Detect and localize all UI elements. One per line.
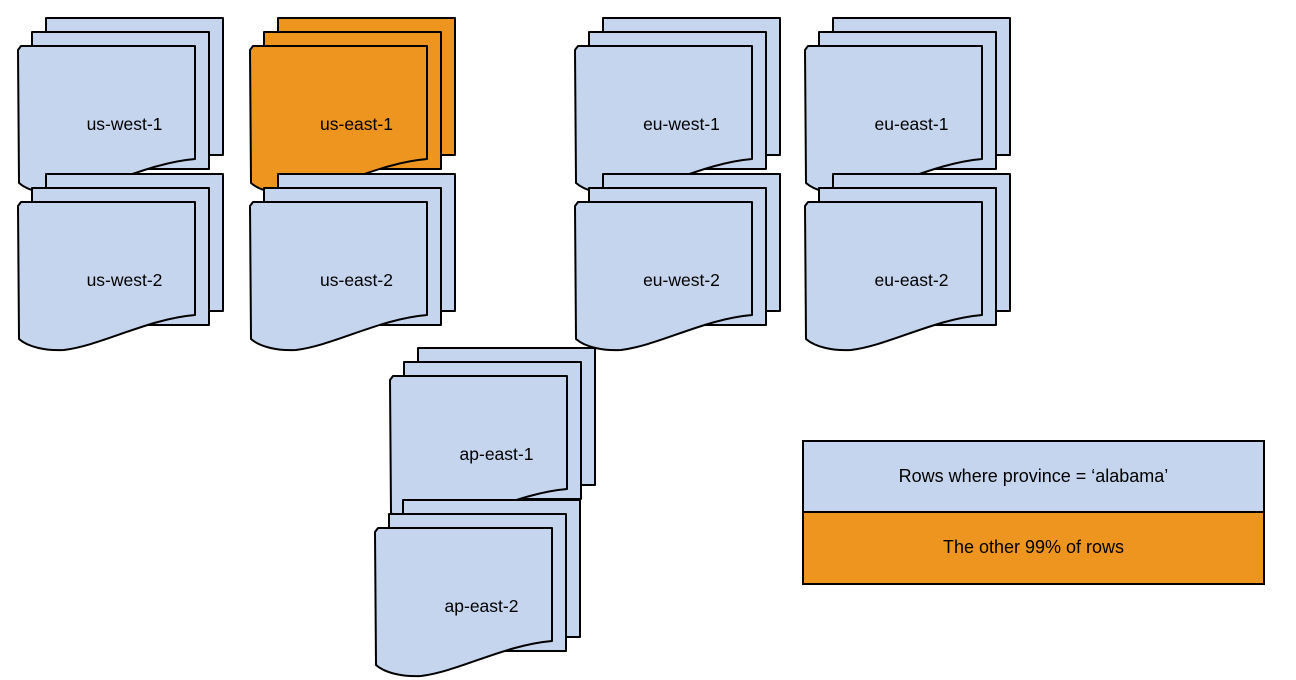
stack-sheet — [17, 201, 196, 352]
stack-sheet — [374, 527, 553, 678]
stack-sheet — [804, 45, 983, 196]
legend: Rows where province = ‘alabama’ The othe… — [802, 440, 1265, 585]
region-stack-shape-us-west-1 — [17, 17, 224, 196]
stack-sheet — [249, 45, 428, 196]
region-stack-us-east-2[interactable]: us-east-2 — [249, 173, 470, 352]
legend-label-alabama: Rows where province = ‘alabama’ — [898, 465, 1169, 486]
region-stack-ap-east-2[interactable]: ap-east-2 — [374, 499, 595, 678]
region-stack-eu-west-2[interactable]: eu-west-2 — [574, 173, 795, 352]
region-stack-shape-eu-west-2 — [574, 173, 781, 352]
region-stack-shape-eu-east-1 — [804, 17, 1011, 196]
region-stack-us-west-1[interactable]: us-west-1 — [17, 17, 238, 196]
region-stack-eu-east-2[interactable]: eu-east-2 — [804, 173, 1025, 352]
region-stack-ap-east-1[interactable]: ap-east-1 — [389, 347, 610, 526]
region-stack-shape-us-west-2 — [17, 173, 224, 352]
stack-sheet — [804, 201, 983, 352]
region-stack-shape-ap-east-1 — [389, 347, 596, 526]
region-stack-eu-west-1[interactable]: eu-west-1 — [574, 17, 795, 196]
stack-sheet — [574, 45, 753, 196]
legend-row-alabama: Rows where province = ‘alabama’ — [804, 442, 1263, 513]
legend-label-other-rows: The other 99% of rows — [942, 537, 1125, 558]
legend-row-other-rows: The other 99% of rows — [804, 512, 1263, 583]
region-stack-us-west-2[interactable]: us-west-2 — [17, 173, 238, 352]
region-stack-shape-eu-east-2 — [804, 173, 1011, 352]
stack-sheet — [574, 201, 753, 352]
region-stack-us-east-1[interactable]: us-east-1 — [249, 17, 470, 196]
region-stack-shape-ap-east-2 — [374, 499, 581, 678]
region-stack-eu-east-1[interactable]: eu-east-1 — [804, 17, 1025, 196]
region-stack-shape-us-east-1 — [249, 17, 456, 196]
region-stack-shape-us-east-2 — [249, 173, 456, 352]
stack-sheet — [249, 201, 428, 352]
stack-sheet — [17, 45, 196, 196]
region-stack-shape-eu-west-1 — [574, 17, 781, 196]
